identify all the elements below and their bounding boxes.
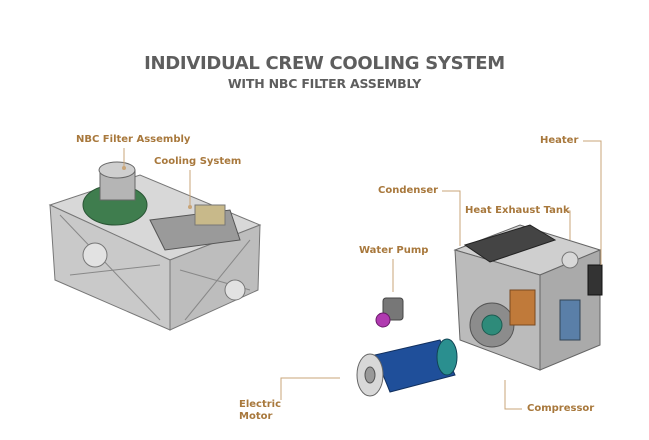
water-pump-part (375, 297, 404, 328)
label-water-pump: Water Pump (359, 245, 429, 256)
diagram-subtitle: WITH NBC FILTER ASSEMBLY (227, 76, 422, 91)
label-nbc-filter-assembly: NBC Filter Assembly (76, 134, 191, 145)
leader-lines (123, 140, 602, 410)
label-compressor: Compressor (527, 403, 595, 414)
exploded-unit (453, 224, 603, 371)
electric-motor-part (356, 338, 458, 397)
label-heater: Heater (540, 135, 579, 146)
label-condenser: Condenser (378, 185, 439, 196)
diagram-title: INDIVIDUAL CREW COOLING SYSTEM (144, 53, 505, 74)
label-electric-motor-line1: Electric (239, 399, 282, 410)
label-heat-exhaust-tank: Heat Exhaust Tank (465, 205, 570, 216)
assembled-unit (48, 161, 262, 331)
label-electric-motor-line2: Motor (239, 411, 273, 422)
label-cooling-system: Cooling System (154, 156, 242, 167)
